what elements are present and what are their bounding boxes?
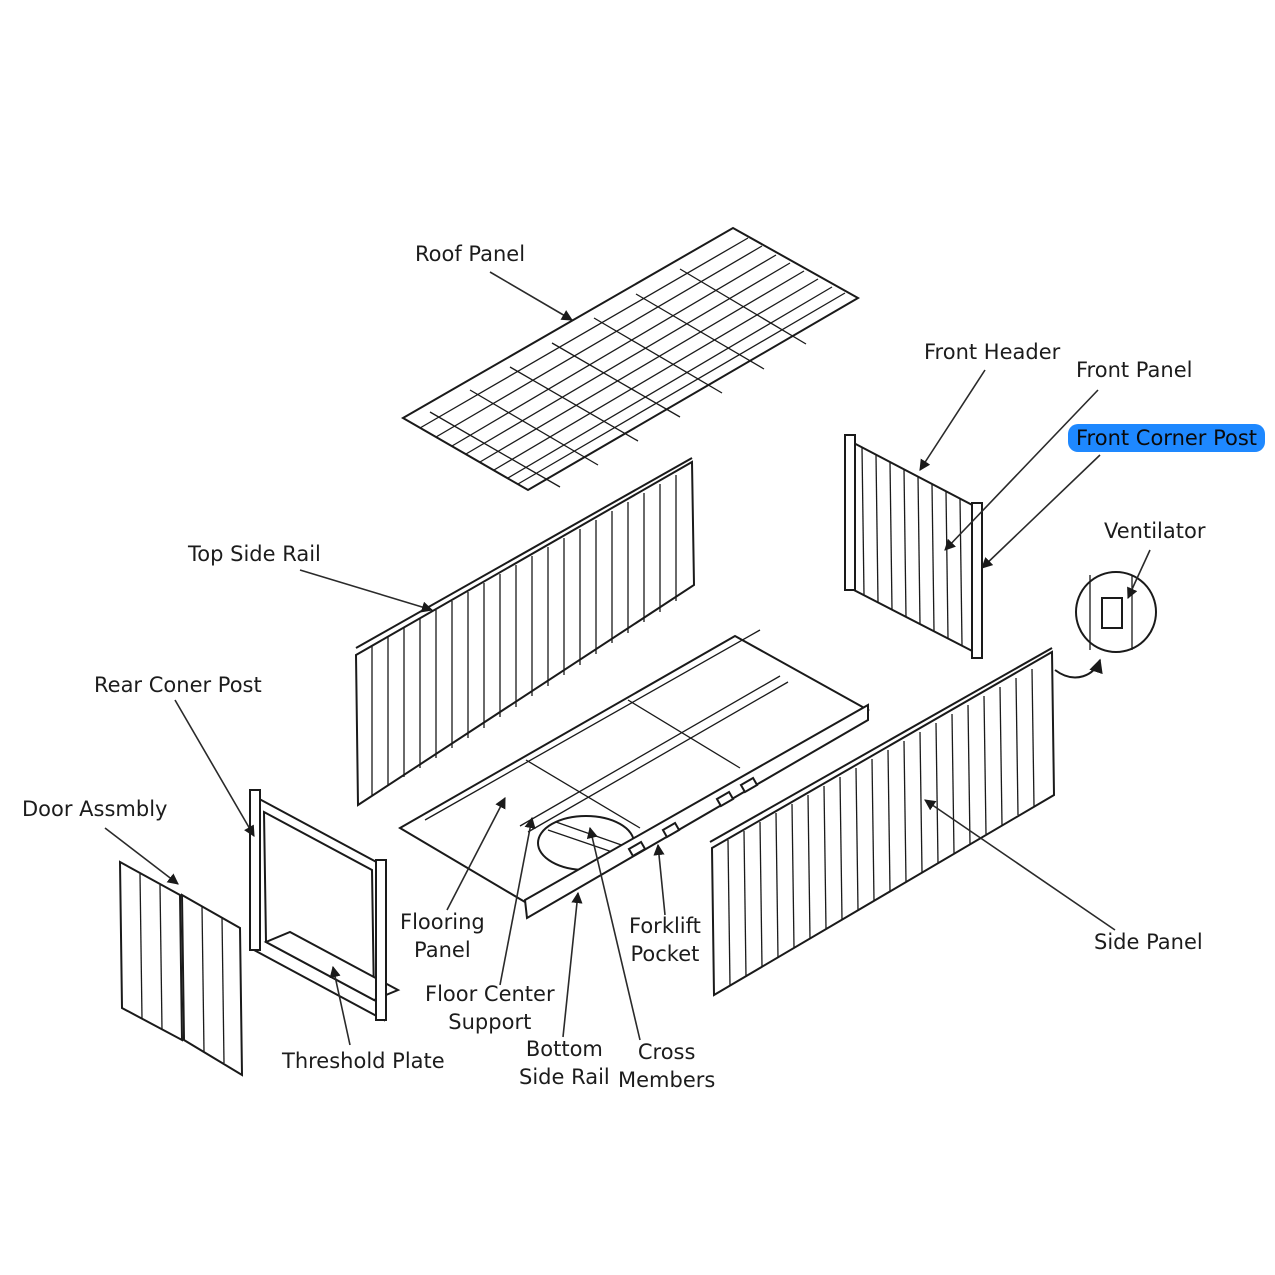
top-side-rail-label: Top Side Rail	[188, 542, 321, 566]
forklift-pocket-label: Forklift Pocket	[629, 914, 701, 966]
left-side-panel-part	[354, 457, 696, 807]
leader-lines	[104, 271, 1151, 1046]
front-panel-part	[844, 434, 983, 659]
door-assembly-part	[118, 860, 244, 1077]
floor-center-support-label: Floor Center Support	[425, 982, 555, 1034]
flooring-panel-label: Flooring Panel	[400, 910, 485, 962]
front-corner-post-label[interactable]: Front Corner Post	[1068, 424, 1266, 452]
roof-panel-part	[400, 226, 861, 492]
ventilator-detail	[1054, 571, 1157, 679]
rear-corner-post-label: Rear Coner Post	[94, 673, 262, 697]
floor-part	[398, 629, 871, 920]
door-assembly-label: Door Assmbly	[22, 797, 168, 821]
side-panel-label: Side Panel	[1094, 930, 1203, 954]
bottom-side-rail-label: Bottom Side Rail	[519, 1037, 610, 1089]
right-side-panel-part	[709, 647, 1056, 997]
front-header-label: Front Header	[924, 340, 1061, 364]
threshold-plate-label: Threshold Plate	[282, 1049, 445, 1073]
front-panel-label: Front Panel	[1076, 358, 1193, 382]
cross-members-label: Cross Members	[618, 1040, 716, 1092]
rear-frame-part	[249, 789, 401, 1022]
ventilator-label: Ventilator	[1104, 519, 1206, 543]
roof-panel-label: Roof Panel	[415, 242, 526, 266]
